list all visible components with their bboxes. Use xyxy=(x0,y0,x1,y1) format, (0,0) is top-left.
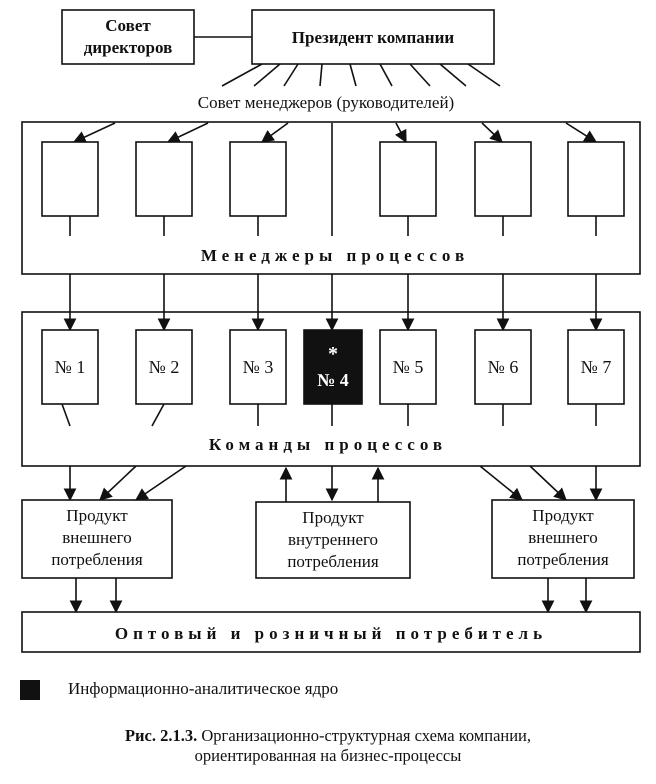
board-line-2: директоров xyxy=(84,38,173,57)
manager-team-arrows xyxy=(63,274,603,332)
caption-line-1: Рис. 2.1.3. Организационно-структурная с… xyxy=(0,726,656,746)
manager-arrows xyxy=(72,122,598,144)
product-consumer-arrows xyxy=(69,578,593,614)
product-3-line-3: потребления xyxy=(517,550,609,569)
legend-core-swatch xyxy=(20,680,40,700)
process-teams-container xyxy=(21,311,641,467)
product-2-line-2: внутреннего xyxy=(288,530,378,549)
president-fan-lines xyxy=(221,63,501,87)
manager-stems xyxy=(69,216,597,236)
managers-label: Менеджеры процессов xyxy=(201,246,469,265)
product-1-line-2: внешнего xyxy=(62,528,131,547)
team-stems xyxy=(61,403,597,427)
product-2-line-3: потребления xyxy=(287,552,379,571)
product-3-line-1: Продукт xyxy=(532,506,594,525)
president-box xyxy=(251,9,495,65)
process-managers-container xyxy=(21,121,641,275)
team-boxes xyxy=(41,329,625,405)
product-external-left-box xyxy=(21,499,173,579)
team-5-label: № 5 xyxy=(393,357,424,377)
team-3-label: № 3 xyxy=(243,357,274,377)
team-4-label: № 4 xyxy=(317,370,349,390)
teams-label: Команды процессов xyxy=(209,435,447,454)
consumer-label: Оптовый и розничный потребитель xyxy=(115,624,547,643)
legend: Информационно-аналитическое ядро xyxy=(20,675,650,705)
caption-title-2: ориентированная на бизнес-процессы xyxy=(194,746,462,765)
board-line-1: Совет xyxy=(105,16,151,35)
council-label: Совет менеджеров (руководителей) xyxy=(198,93,454,112)
manager-boxes xyxy=(41,141,625,217)
team-2-label: № 2 xyxy=(149,357,180,377)
product-1-line-1: Продукт xyxy=(66,506,128,525)
product-1-line-3: потребления xyxy=(51,550,143,569)
team-6-label: № 6 xyxy=(488,357,519,377)
product-external-right-box xyxy=(491,499,635,579)
core-team-box xyxy=(303,329,363,405)
org-structure-diagram: Совет директоров Президент компании Сове… xyxy=(21,9,641,653)
product-3-line-2: внешнего xyxy=(528,528,597,547)
core-asterisk: * xyxy=(328,343,338,365)
caption-title-1: Организационно-структурная схема компани… xyxy=(201,726,532,745)
team-1-label: № 1 xyxy=(55,357,86,377)
figure-caption: Рис. 2.1.3. Организационно-структурная с… xyxy=(0,726,656,766)
board-of-directors-box xyxy=(61,9,195,65)
consumer-box xyxy=(21,611,641,653)
legend-core-text: Информационно-аналитическое ядро xyxy=(68,679,339,698)
team-product-arrows xyxy=(63,465,603,502)
president-label: Президент компании xyxy=(292,28,455,47)
product-internal-box xyxy=(255,501,411,579)
caption-figure-number: Рис. 2.1.3. xyxy=(124,726,198,745)
product-2-line-1: Продукт xyxy=(302,508,364,527)
team-7-label: № 7 xyxy=(581,357,612,377)
